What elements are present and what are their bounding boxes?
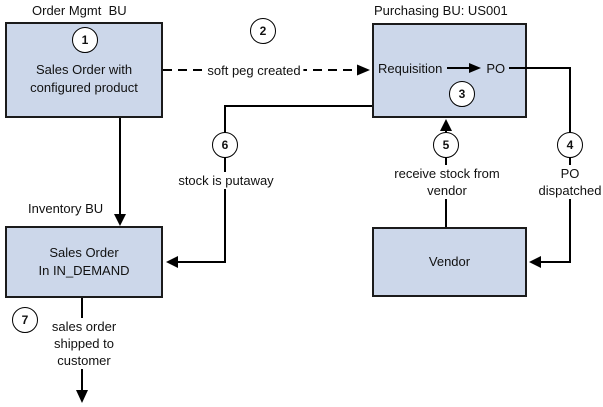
po-label: PO xyxy=(486,60,506,76)
receive-stock-label: receive stock from vendor xyxy=(391,165,503,199)
step-5-circle: 5 xyxy=(433,132,459,158)
inventory-bu-title: Inventory BU xyxy=(28,201,104,216)
step-2-circle: 2 xyxy=(250,18,276,44)
receive-stock-arrowhead xyxy=(440,119,452,131)
stock-putaway-label: stock is putaway xyxy=(175,172,277,189)
sales-order-configured-label: Sales Order with configured product xyxy=(30,62,138,95)
order-to-inventory-arrowhead xyxy=(114,214,126,226)
order-mgmt-bu-title: Order Mgmt BU xyxy=(32,3,127,18)
step-4-circle: 4 xyxy=(557,132,583,158)
purchasing-box: Requisition PO xyxy=(372,23,527,118)
inventory-box: Sales Order In IN_DEMAND xyxy=(5,226,163,298)
putaway-arrowhead xyxy=(166,256,178,268)
po-dispatched-label: PO dispatched xyxy=(535,165,603,199)
po-dispatch-arrowhead xyxy=(529,256,541,268)
step-6-circle: 6 xyxy=(212,132,238,158)
shipped-label: sales order shipped to customer xyxy=(48,318,120,369)
soft-peg-arrowhead xyxy=(357,64,370,76)
vendor-label: Vendor xyxy=(428,254,471,269)
soft-peg-label: soft peg created xyxy=(204,62,304,79)
step-7-circle: 7 xyxy=(12,307,38,333)
requisition-label: Requisition xyxy=(378,60,443,76)
sales-order-demand-label: Sales Order In IN_DEMAND xyxy=(38,245,130,278)
step-1-circle: 1 xyxy=(72,27,98,53)
requisition-po-row: Requisition PO xyxy=(378,59,505,77)
vendor-box: Vendor xyxy=(372,227,527,297)
requisition-to-po-arrow xyxy=(447,63,482,73)
step-3-circle: 3 xyxy=(449,81,475,107)
ship-arrowhead xyxy=(76,390,88,403)
purchasing-bu-title: Purchasing BU: US001 xyxy=(374,3,508,18)
